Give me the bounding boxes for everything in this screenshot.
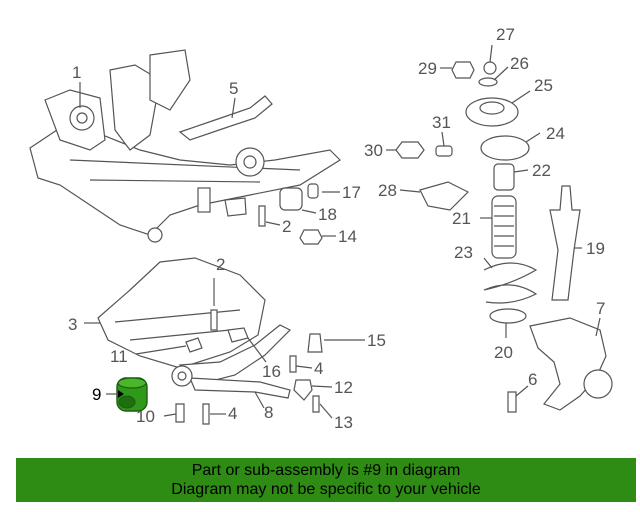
bolt-part-17[interactable] xyxy=(307,183,319,199)
bushing-part-9[interactable] xyxy=(116,377,148,412)
callout-26[interactable]: 26 xyxy=(510,54,529,73)
callout-15[interactable]: 15 xyxy=(367,331,386,350)
callout-9[interactable]: 9 xyxy=(92,385,102,404)
nut-part-14[interactable] xyxy=(299,229,323,245)
bolt-part-4-lower[interactable] xyxy=(202,403,210,425)
coil-spring-part-23[interactable] xyxy=(483,262,538,304)
bushing-part-18[interactable] xyxy=(279,187,303,211)
ball-joint-part-12[interactable] xyxy=(293,379,313,401)
exploded-parts-diagram xyxy=(29,44,613,425)
nut-part-30[interactable] xyxy=(395,141,425,159)
part-info-banner: Part or sub-assembly is #9 in diagram Di… xyxy=(16,458,636,502)
callout-18[interactable]: 18 xyxy=(318,205,337,224)
bolt-part-4-upper[interactable] xyxy=(289,355,297,373)
callout-31[interactable]: 31 xyxy=(432,113,451,132)
callout-2-upper[interactable]: 2 xyxy=(282,217,292,236)
mount-part-28[interactable] xyxy=(419,181,470,211)
callout-14[interactable]: 14 xyxy=(338,227,357,246)
leader-lines xyxy=(79,44,601,419)
bolt-part-13[interactable] xyxy=(312,395,320,413)
bolt-part-10[interactable] xyxy=(175,403,185,423)
splash-shield-part-3[interactable] xyxy=(97,257,266,369)
callout-4-upper[interactable]: 4 xyxy=(314,359,324,378)
callout-11[interactable]: 11 xyxy=(110,347,128,366)
bolt-part-2-lower[interactable] xyxy=(210,309,218,331)
callout-28[interactable]: 28 xyxy=(378,181,397,200)
nut-part-29[interactable] xyxy=(451,61,475,79)
washer-part-27[interactable] xyxy=(483,61,497,75)
link-part-11[interactable] xyxy=(185,337,203,353)
callout-24[interactable]: 24 xyxy=(546,124,565,143)
callout-16[interactable]: 16 xyxy=(262,362,281,381)
callout-29[interactable]: 29 xyxy=(418,59,437,78)
callout-3[interactable]: 3 xyxy=(68,315,78,334)
spring-pad-part-20[interactable] xyxy=(489,308,527,324)
banner-part-line: Part or sub-assembly is #9 in diagram xyxy=(191,462,461,479)
callout-6[interactable]: 6 xyxy=(528,370,538,389)
callout-2-lower[interactable]: 2 xyxy=(216,255,226,274)
washer-part-26[interactable] xyxy=(478,77,498,87)
subframe-part-1[interactable] xyxy=(29,49,341,243)
callout-7[interactable]: 7 xyxy=(596,299,606,318)
cap-part-31[interactable] xyxy=(435,145,453,157)
callout-22[interactable]: 22 xyxy=(532,161,551,180)
bolt-part-2-upper[interactable] xyxy=(258,205,266,227)
callout-19[interactable]: 19 xyxy=(586,239,605,258)
callout-25[interactable]: 25 xyxy=(534,76,553,95)
banner-disclaimer-line: Diagram may not be specific to your vehi… xyxy=(171,481,481,498)
strut-part-19[interactable] xyxy=(549,185,581,301)
callout-27[interactable]: 27 xyxy=(496,25,515,44)
callout-21[interactable]: 21 xyxy=(452,209,471,228)
bumper-part-22[interactable] xyxy=(493,163,515,191)
callout-12[interactable]: 12 xyxy=(334,378,353,397)
bearing-part-24[interactable] xyxy=(480,135,530,161)
ball-joint-part-15[interactable] xyxy=(307,333,323,353)
callout-13[interactable]: 13 xyxy=(334,413,353,432)
callout-5[interactable]: 5 xyxy=(229,79,239,98)
callout-17[interactable]: 17 xyxy=(342,183,361,202)
callout-1[interactable]: 1 xyxy=(72,63,82,82)
boot-part-21[interactable] xyxy=(491,195,517,259)
callout-30[interactable]: 30 xyxy=(364,141,383,160)
heat-shield-part-5[interactable] xyxy=(178,95,273,141)
callout-10[interactable]: 10 xyxy=(136,407,155,426)
callout-23[interactable]: 23 xyxy=(454,243,473,262)
callout-20[interactable]: 20 xyxy=(494,343,513,362)
rear-arm-part-8[interactable] xyxy=(189,377,291,399)
callout-4-lower[interactable]: 4 xyxy=(228,404,238,423)
bolt-part-6[interactable] xyxy=(507,391,517,413)
callout-8[interactable]: 8 xyxy=(264,403,274,422)
